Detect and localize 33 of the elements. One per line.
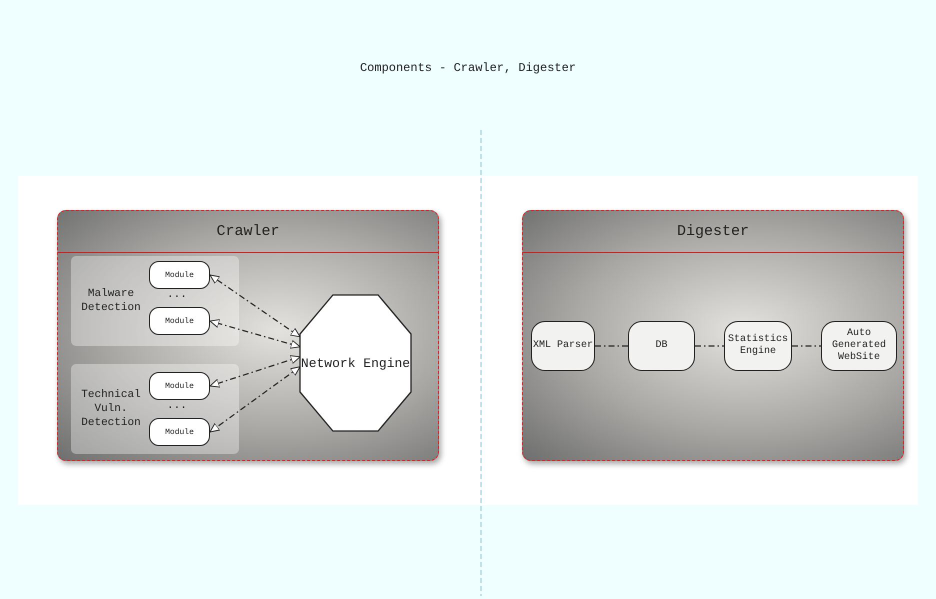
- group-label: Malware Detection: [80, 287, 142, 315]
- module-box: [149, 261, 210, 289]
- connector-arrow: [210, 319, 300, 349]
- engine-octagon: [299, 294, 412, 432]
- node-label: XML Parser: [532, 340, 593, 352]
- module-box: [149, 418, 210, 446]
- node-label: Module: [165, 428, 194, 436]
- ellipsis: ...: [167, 289, 187, 301]
- module-box: [149, 372, 210, 400]
- node-label: Auto Generated WebSite: [830, 328, 887, 364]
- subtitle: Components - Crawler, Digester: [358, 61, 578, 75]
- group-label: Technical Vuln. Detection: [80, 388, 142, 430]
- node-label: Module: [165, 316, 194, 326]
- group-panel: [71, 256, 239, 346]
- panel-title: Digester: [676, 223, 749, 240]
- node-label: Module: [165, 382, 194, 390]
- process-box: [628, 321, 695, 371]
- process-box: [531, 321, 595, 371]
- node-label: Statistics Engine: [726, 334, 789, 358]
- process-box: [821, 321, 897, 371]
- connector-arrow: [210, 366, 300, 432]
- node-label: Module: [165, 270, 194, 280]
- panel-title: Crawler: [216, 223, 280, 240]
- ellipsis: ...: [167, 400, 187, 412]
- node-label: Network Engine: [300, 354, 410, 372]
- connector-arrow: [210, 274, 300, 338]
- module-box: [149, 307, 210, 335]
- connector-arrow: [210, 355, 300, 388]
- process-box: [724, 321, 792, 371]
- node-label: DB: [655, 340, 668, 352]
- group-panel: [71, 364, 239, 454]
- component-panel: [57, 210, 439, 461]
- component-panel: [522, 210, 904, 461]
